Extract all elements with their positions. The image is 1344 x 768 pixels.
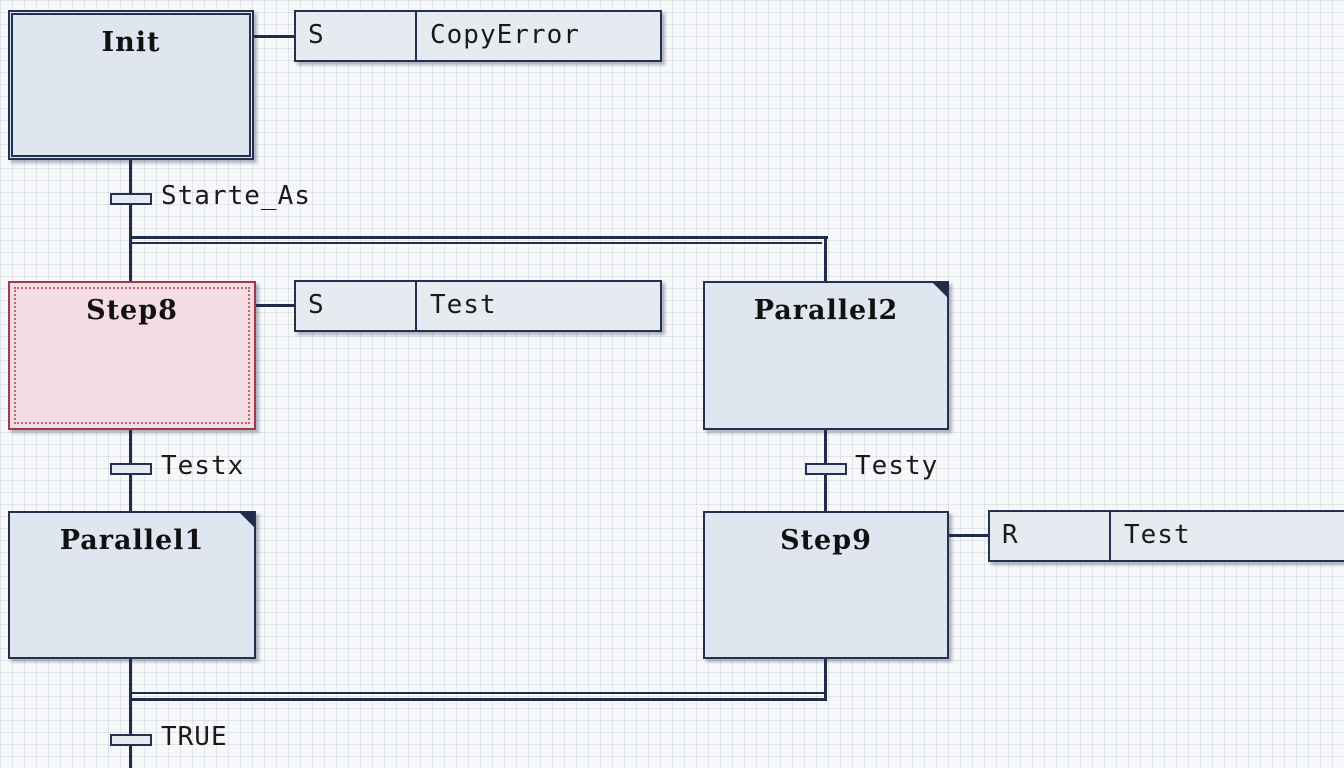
transition-condition-starte-as: Starte_As (161, 181, 311, 211)
transition-condition-testx: Testx (161, 451, 245, 481)
transition-bar-true[interactable] (110, 734, 152, 746)
connector-step9-down (824, 659, 827, 701)
connector-branch-to-step8 (129, 242, 132, 281)
transition-condition-true: TRUE (161, 722, 228, 752)
action-step9-test[interactable]: R Test (988, 510, 1344, 562)
step-init-name: Init (101, 27, 161, 58)
transition-bar-testy[interactable] (805, 463, 847, 475)
step-step9[interactable]: Step9 (703, 511, 949, 659)
step-parallel2-name: Parallel2 (753, 295, 899, 326)
step-parallel1-name: Parallel1 (59, 525, 205, 556)
parallel-branch-top-line-2 (129, 242, 822, 244)
transition-condition-testy: Testy (855, 451, 939, 481)
step-step9-name: Step9 (780, 525, 872, 556)
action-qualifier: R (990, 512, 1111, 560)
parallel-branch-bottom-line-2 (129, 698, 827, 701)
action-qualifier: S (296, 12, 417, 60)
action-init-copyerror[interactable]: S CopyError (294, 10, 662, 62)
action-name: Test (430, 290, 497, 320)
transition-bar-starte-as[interactable] (110, 193, 152, 205)
connector-branch-to-parallel2 (824, 236, 827, 281)
step-step8[interactable]: Step8 (8, 281, 256, 430)
action-link-step9 (948, 534, 990, 537)
action-name: Test (1124, 520, 1191, 550)
action-qualifier: S (296, 282, 417, 330)
step-init[interactable]: Init (8, 10, 254, 160)
parallel-branch-bottom-line-1 (129, 692, 827, 694)
transition-bar-testx[interactable] (110, 463, 152, 475)
connector-parallel1-down (129, 659, 132, 768)
step-step8-name: Step8 (86, 295, 178, 326)
step-parallel2[interactable]: Parallel2 (703, 281, 949, 430)
action-link-init (252, 35, 294, 38)
parallel-branch-top-line-1 (129, 236, 828, 239)
action-link-step8 (254, 304, 294, 307)
action-name: CopyError (430, 20, 580, 50)
step-parallel1[interactable]: Parallel1 (8, 511, 256, 659)
action-step8-test[interactable]: S Test (294, 280, 662, 332)
